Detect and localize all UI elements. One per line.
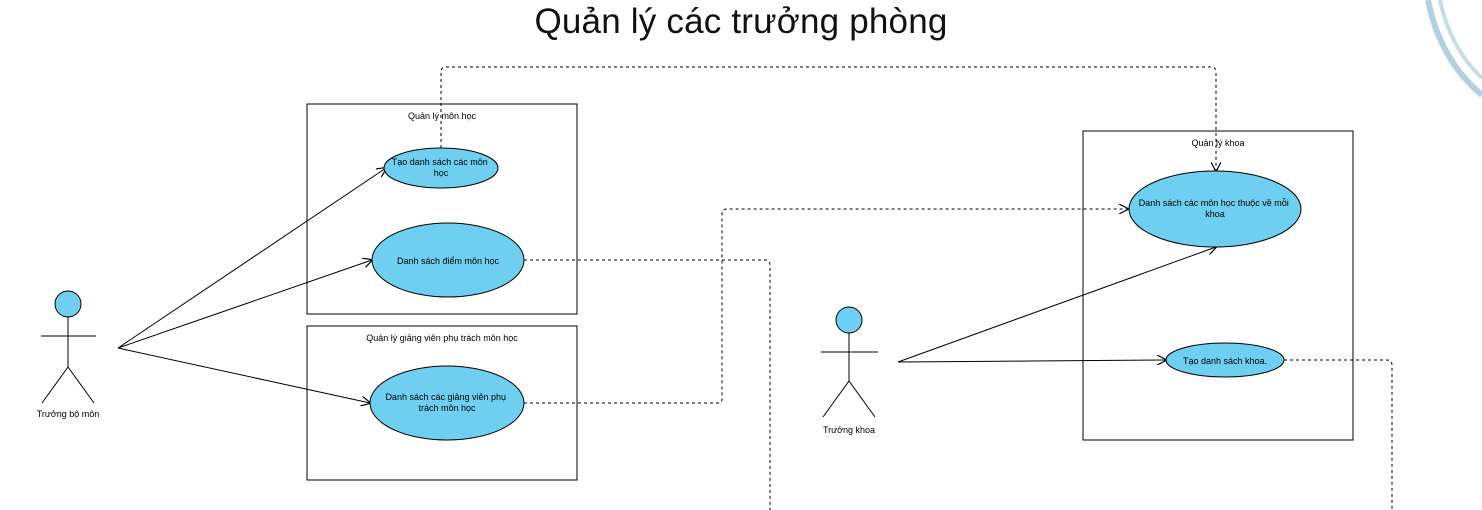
association-truong-khoa-ds-mon-hoc-khoa xyxy=(897,247,1216,363)
usecase-ds-giang-vien: Danh sách các giảng viên phụ trách môn h… xyxy=(369,365,525,441)
usecase-ds-diem-mon-hoc: Danh sách điểm môn học xyxy=(371,222,525,298)
usecase-line: Danh sách các giảng viên phụ xyxy=(385,392,506,402)
association-lines xyxy=(117,168,1216,403)
usecase-line: học xyxy=(434,168,449,178)
dependency-lines xyxy=(440,66,1393,510)
dependency-tao-ds-mon-hoc-to-ds-mon-hoc-khoa xyxy=(440,66,1216,171)
boundary-quan-ly-giang-vien: Quản lý giảng viên phụ trách môn học xyxy=(306,325,578,481)
association-truong-khoa-tao-ds-khoa xyxy=(897,360,1166,362)
usecase-line: Danh sách điểm môn học xyxy=(397,256,500,266)
association-truong-bo-mon-ds-diem-mon-hoc xyxy=(117,260,372,349)
logo-arc-icon xyxy=(1425,0,1482,98)
dependency-ds-diem-mon-hoc-out xyxy=(524,259,771,510)
dependency-tao-ds-khoa-out xyxy=(1284,359,1393,510)
actor-truong-khoa: Trưởng khoa xyxy=(821,306,878,435)
usecase-line: Tạo danh sách khoa. xyxy=(1183,356,1267,366)
usecase-line: khoa xyxy=(1205,209,1225,219)
boundary-label: Quản lý giảng viên phụ trách môn học xyxy=(366,333,518,343)
association-truong-bo-mon-tao-ds-mon-hoc xyxy=(117,168,386,349)
usecase-ds-mon-hoc-khoa: Danh sách các môn học thuộc về mỗi khoa xyxy=(1128,170,1302,248)
usecase-tao-ds-khoa: Tạo danh sách khoa. xyxy=(1165,342,1285,378)
actor-head xyxy=(835,306,863,334)
svg-text:Danh sách các giảng viên phụ: Danh sách các giảng viên phụ trách môn h… xyxy=(385,392,508,413)
usecase-tao-ds-mon-hoc: Tạo danh sách các môn học xyxy=(383,147,499,189)
actor-label: Trưởng bộ môn xyxy=(37,409,100,419)
usecase-line: Danh sách các môn học thuộc về mỗi xyxy=(1139,198,1289,208)
page-title: Quản lý các trưởng phòng xyxy=(534,2,948,41)
association-truong-bo-mon-ds-giang-vien xyxy=(117,347,370,403)
boundary-quan-ly-khoa: Quản lý khoa xyxy=(1082,130,1354,441)
actor-label: Trưởng khoa xyxy=(823,425,875,435)
actor-truong-bo-mon: Trưởng bộ môn xyxy=(37,290,100,419)
boundary-quan-ly-mon-hoc: Quản lý môn học xyxy=(306,103,578,315)
svg-text:Danh sách các môn học thuộc về: Danh sách các môn học thuộc về mỗi khoa xyxy=(1139,198,1292,219)
dependency-ds-giang-vien-to-ds-mon-hoc-khoa xyxy=(524,209,1128,404)
usecase-line: trách môn học xyxy=(418,403,476,413)
svg-text:Tạo danh sách các môn họ: Tạo danh sách các môn học xyxy=(392,157,491,178)
usecase-line: Tạo danh sách các môn xyxy=(392,157,488,167)
boundary-label: Quản lý khoa xyxy=(1191,138,1244,148)
actor-head xyxy=(54,290,82,318)
boundary-label: Quản lý môn học xyxy=(408,111,477,121)
